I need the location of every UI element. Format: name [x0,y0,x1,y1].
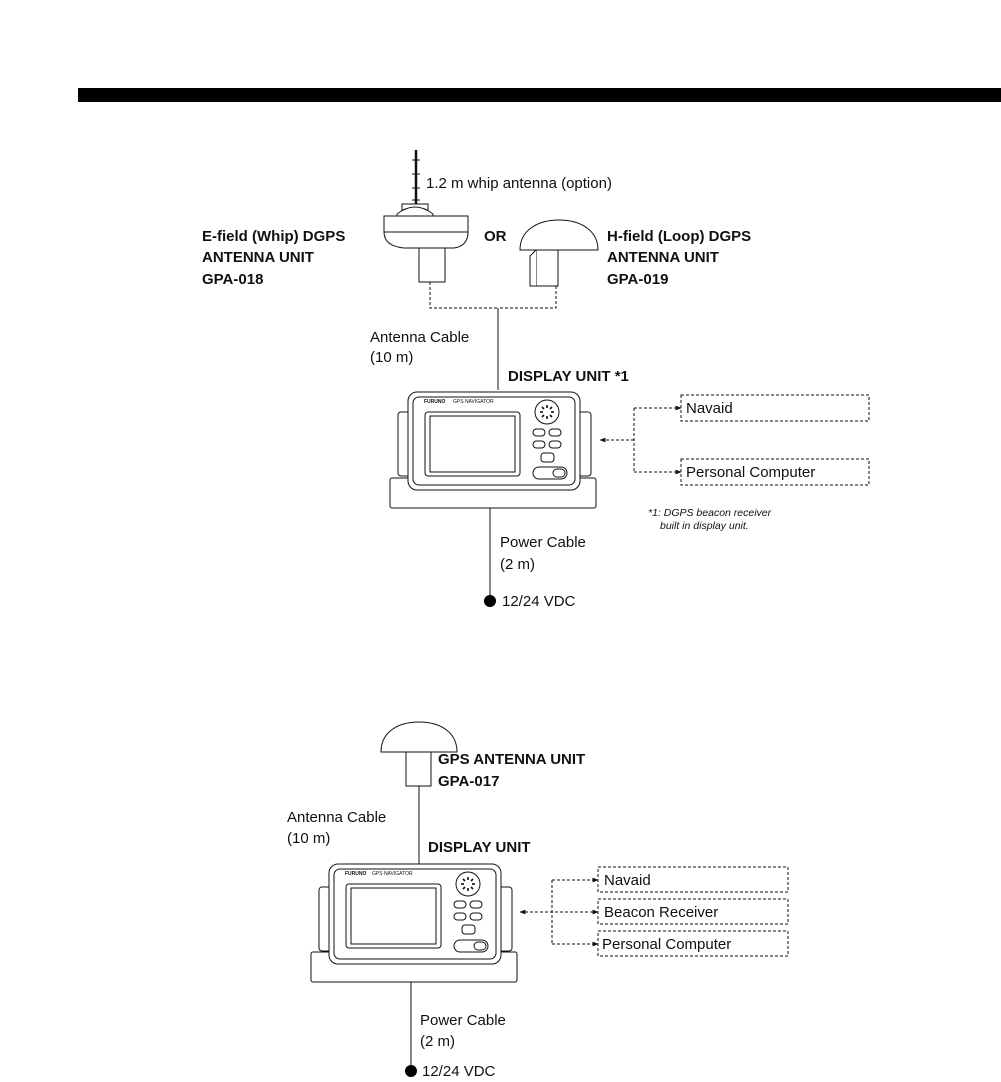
h-field-line3: GPA-019 [607,271,668,288]
footnote-line1: *1: DGPS beacon receiver [648,507,772,519]
connection-navaid: Navaid [680,394,870,422]
footnote-line2: built in display unit. [660,520,749,532]
connection-navaid: Navaid [597,866,789,893]
h-field-antenna [519,219,599,287]
brand-label: FURUNO [345,871,366,877]
e-field-line2: ANTENNA UNIT [202,249,314,266]
h-field-line2: ANTENNA UNIT [607,249,719,266]
gps-antenna-line2: GPA-017 [438,773,499,790]
antenna-cable-length: (10 m) [287,830,330,847]
connection-navaid-label: Navaid [604,872,651,889]
whip-antenna-label: 1.2 m whip antenna (option) [426,175,612,192]
power-cable-length: (2 m) [420,1033,455,1050]
brand-label: FURUNO [424,399,445,405]
power-cable-label: Power Cable [500,534,586,551]
connection-beacon-label: Beacon Receiver [604,904,718,921]
connection-lines [599,405,682,475]
e-field-line1: E-field (Whip) DGPS [202,228,345,245]
header-rule [78,88,1001,102]
display-unit [389,391,597,509]
power-terminal [405,1065,417,1077]
or-label: OR [484,228,507,245]
gps-antenna [380,721,458,787]
connection-pc-label: Personal Computer [602,936,731,953]
bottom-system: GPS ANTENNA UNIT GPA-017 Antenna Cable (… [287,721,789,1080]
display-unit-label: DISPLAY UNIT *1 [508,368,629,385]
connection-personal-computer: Personal Computer [680,458,870,486]
whip-antenna [412,150,420,206]
connection-personal-computer: Personal Computer [597,930,789,957]
power-supply-label: 12/24 VDC [422,1063,496,1080]
e-field-antenna [383,203,469,283]
h-field-line1: H-field (Loop) DGPS [607,228,751,245]
antenna-cable-label: Antenna Cable [370,329,469,346]
connection-beacon-receiver: Beacon Receiver [597,898,789,925]
display-unit [310,863,518,983]
connection-lines [519,877,599,947]
connection-pc-label: Personal Computer [686,464,815,481]
display-unit-label: DISPLAY UNIT [428,839,531,856]
model-label: GPS NAVIGATOR [372,871,413,877]
gps-antenna-line1: GPS ANTENNA UNIT [438,751,585,768]
power-supply-label: 12/24 VDC [502,593,576,610]
antenna-cable-length: (10 m) [370,349,413,366]
antenna-cable-label: Antenna Cable [287,809,386,826]
top-system: 1.2 m whip antenna (option) E-field (Whi… [202,150,870,610]
power-terminal [484,595,496,607]
antenna-cable-alternatives [429,282,557,309]
model-label: GPS NAVIGATOR [453,399,494,405]
e-field-line3: GPA-018 [202,271,263,288]
connection-navaid-label: Navaid [686,400,733,417]
power-cable-length: (2 m) [500,556,535,573]
power-cable-label: Power Cable [420,1012,506,1029]
